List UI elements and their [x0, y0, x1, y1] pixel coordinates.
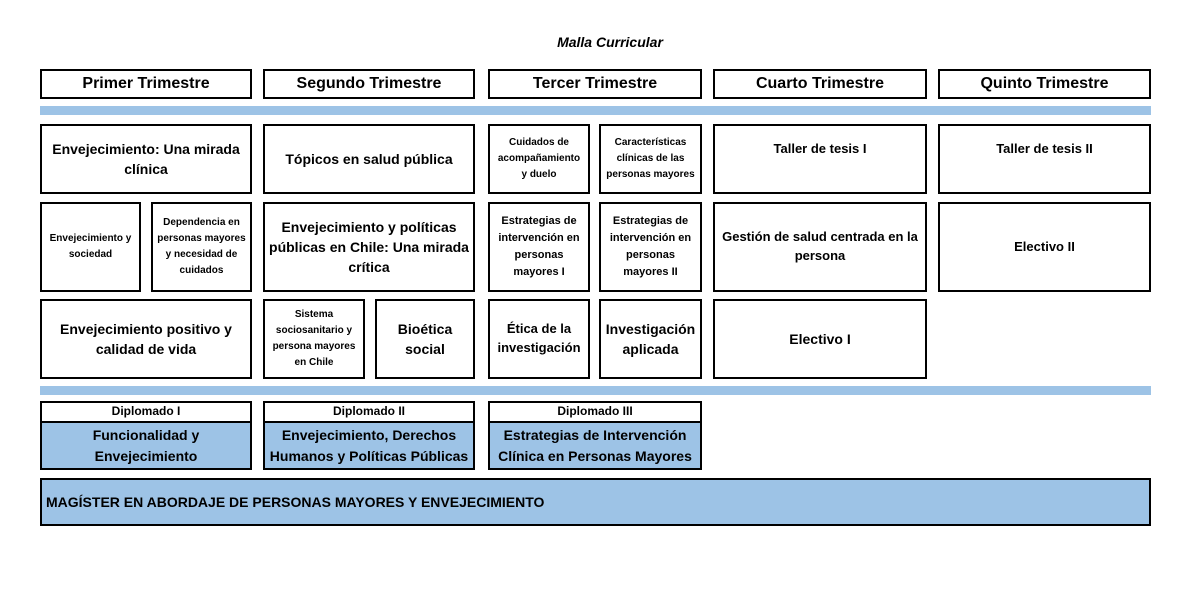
diplomado-1-name: Funcionalidad y Envejecimiento	[40, 423, 252, 470]
header-segundo-trimestre: Segundo Trimestre	[263, 69, 475, 99]
course-gestion-salud-centrada-persona: Gestión de salud centrada en la persona	[713, 202, 927, 292]
separator-bar-bottom	[40, 386, 1151, 395]
course-estrategias-intervencion-1: Estrategias de intervención en personas …	[488, 202, 590, 292]
diplomado-3-title: Diplomado III	[488, 401, 702, 423]
course-investigacion-aplicada: Investigación aplicada	[599, 299, 702, 379]
header-quinto-trimestre: Quinto Trimestre	[938, 69, 1151, 99]
course-sistema-sociosanitario: Sistema sociosanitario y persona mayores…	[263, 299, 365, 379]
course-cuidados-acompanamiento-duelo: Cuidados de acompañamiento y duelo	[488, 124, 590, 194]
course-topicos-salud-publica: Tópicos en salud pública	[263, 124, 475, 194]
course-envejecimiento-positivo: Envejecimiento positivo y calidad de vid…	[40, 299, 252, 379]
course-envejecimiento-sociedad: Envejecimiento y sociedad	[40, 202, 141, 292]
separator-bar-top	[40, 106, 1151, 115]
header-tercer-trimestre: Tercer Trimestre	[488, 69, 702, 99]
course-bioetica-social: Bioética social	[375, 299, 475, 379]
diplomado-2-name: Envejecimiento, Derechos Humanos y Polít…	[263, 423, 475, 470]
course-caracteristicas-clinicas: Características clínicas de las personas…	[599, 124, 702, 194]
course-dependencia-cuidados: Dependencia en personas mayores y necesi…	[151, 202, 252, 292]
diplomado-2-title: Diplomado II	[263, 401, 475, 423]
course-electivo-1: Electivo I	[713, 299, 927, 379]
page-title: Malla Curricular	[557, 34, 663, 50]
diplomado-1-title: Diplomado I	[40, 401, 252, 423]
course-taller-tesis-1: Taller de tesis I	[713, 124, 927, 194]
course-estrategias-intervencion-2: Estrategias de intervención en personas …	[599, 202, 702, 292]
course-envejecimiento-mirada-clinica: Envejecimiento: Una mirada clínica	[40, 124, 252, 194]
header-cuarto-trimestre: Cuarto Trimestre	[713, 69, 927, 99]
header-primer-trimestre: Primer Trimestre	[40, 69, 252, 99]
course-electivo-2: Electivo II	[938, 202, 1151, 292]
course-taller-tesis-2: Taller de tesis II	[938, 124, 1151, 194]
magister-title-box: MAGÍSTER EN ABORDAJE DE PERSONAS MAYORES…	[40, 478, 1151, 526]
diplomado-3-name: Estrategias de Intervención Clínica en P…	[488, 423, 702, 470]
course-envejecimiento-politicas-publicas: Envejecimiento y políticas públicas en C…	[263, 202, 475, 292]
course-etica-investigacion: Ética de la investigación	[488, 299, 590, 379]
